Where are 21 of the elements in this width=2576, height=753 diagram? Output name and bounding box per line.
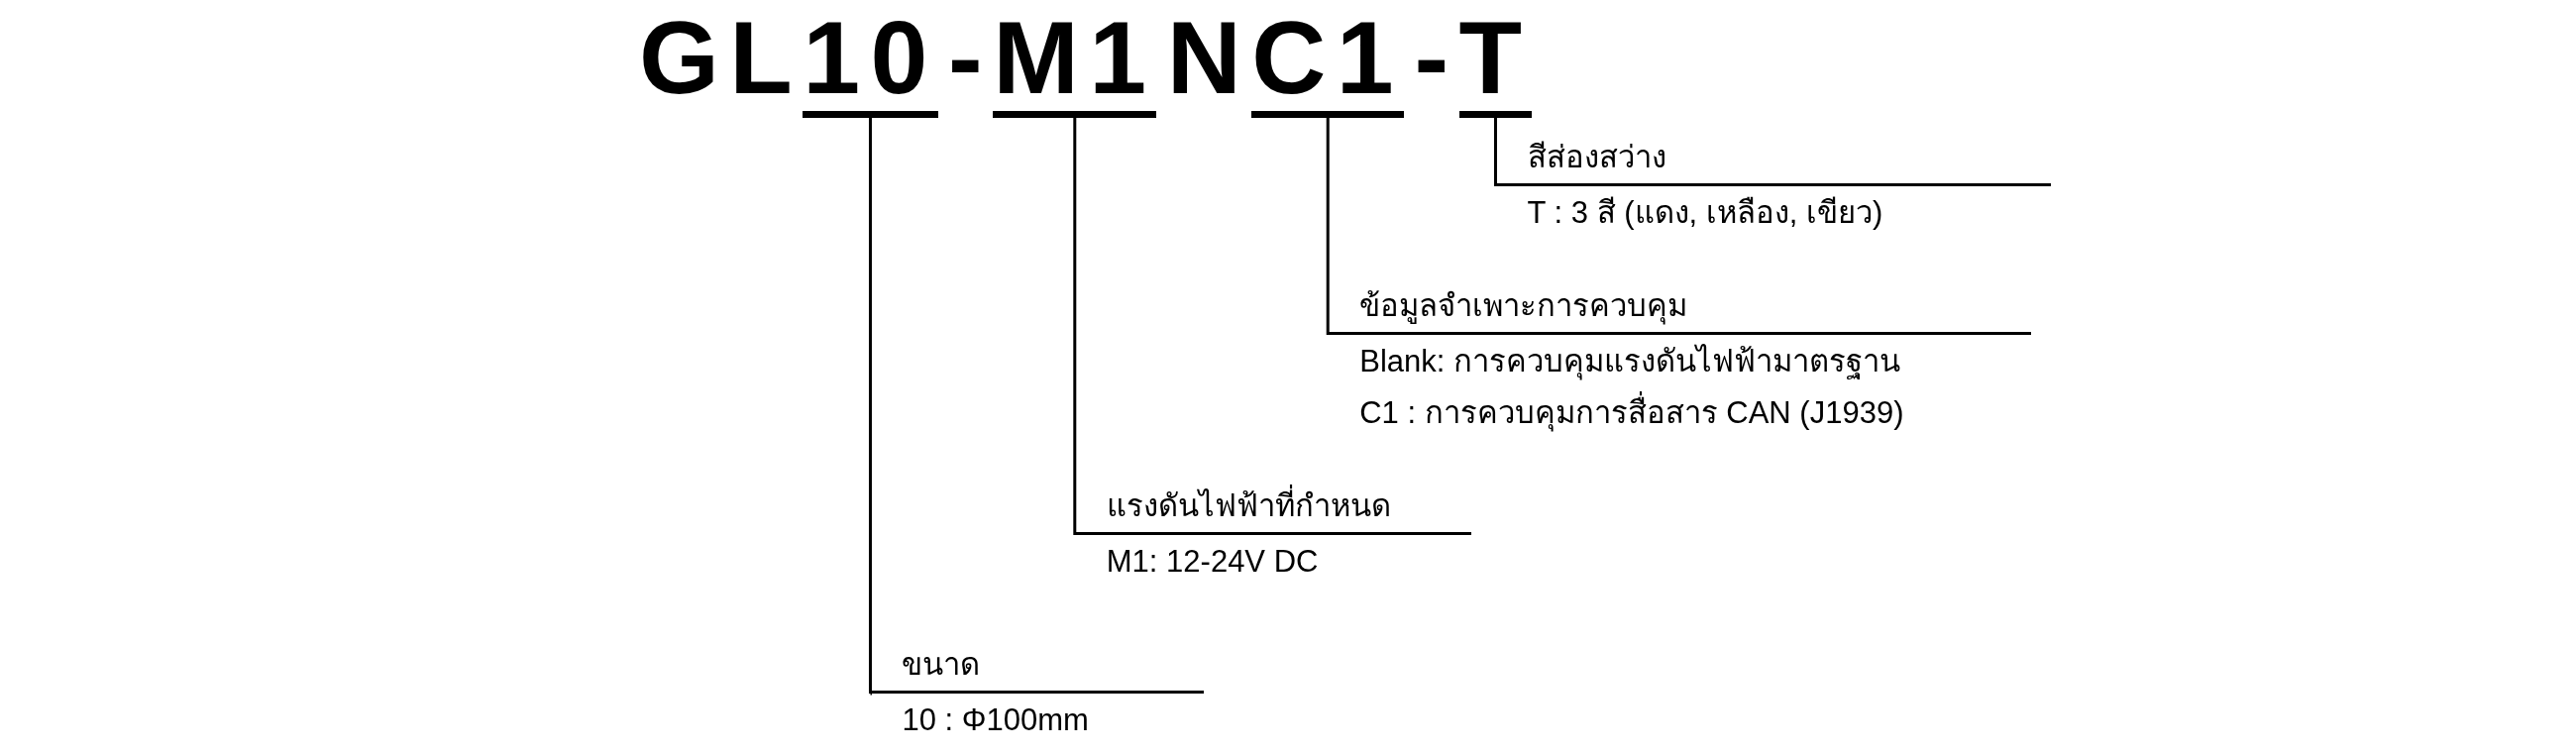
model-code-character: GL bbox=[639, 6, 804, 117]
option-value: M1: 12-24V DC bbox=[1105, 543, 1320, 581]
leader-line bbox=[868, 118, 872, 696]
leader-line bbox=[1073, 118, 1077, 537]
leader-line bbox=[1494, 118, 1497, 188]
underlined-code-segment: 10 bbox=[803, 6, 938, 118]
option-heading: ขนาด bbox=[870, 642, 1205, 694]
option-value: 10 : Φ100mm bbox=[901, 701, 1090, 739]
underlined-code-segment: M1 bbox=[993, 6, 1157, 118]
underlined-code-segment: T bbox=[1458, 6, 1533, 118]
model-code-character: N bbox=[1166, 6, 1252, 117]
option-value: Blank: การควบคุมแรงดันไฟฟ้ามาตรฐาน bbox=[1358, 343, 1901, 382]
option-value: T : 3 สี (แดง, เหลือง, เขียว) bbox=[1526, 194, 1884, 232]
option-heading: สีส่องสว่าง bbox=[1495, 135, 2051, 186]
option-value: C1 : การควบคุมการสื่อสาร CAN (J1939) bbox=[1328, 386, 2032, 438]
model-code-character: - bbox=[948, 6, 994, 117]
underlined-code-segment: C1 bbox=[1251, 6, 1405, 118]
model-code-character: - bbox=[1414, 6, 1459, 117]
option-heading: แรงดันไฟฟ้าที่กำหนด bbox=[1074, 484, 1471, 535]
option-heading: ข้อมูลจำเพาะการควบคุม bbox=[1328, 283, 2032, 335]
leader-line bbox=[1326, 118, 1330, 337]
